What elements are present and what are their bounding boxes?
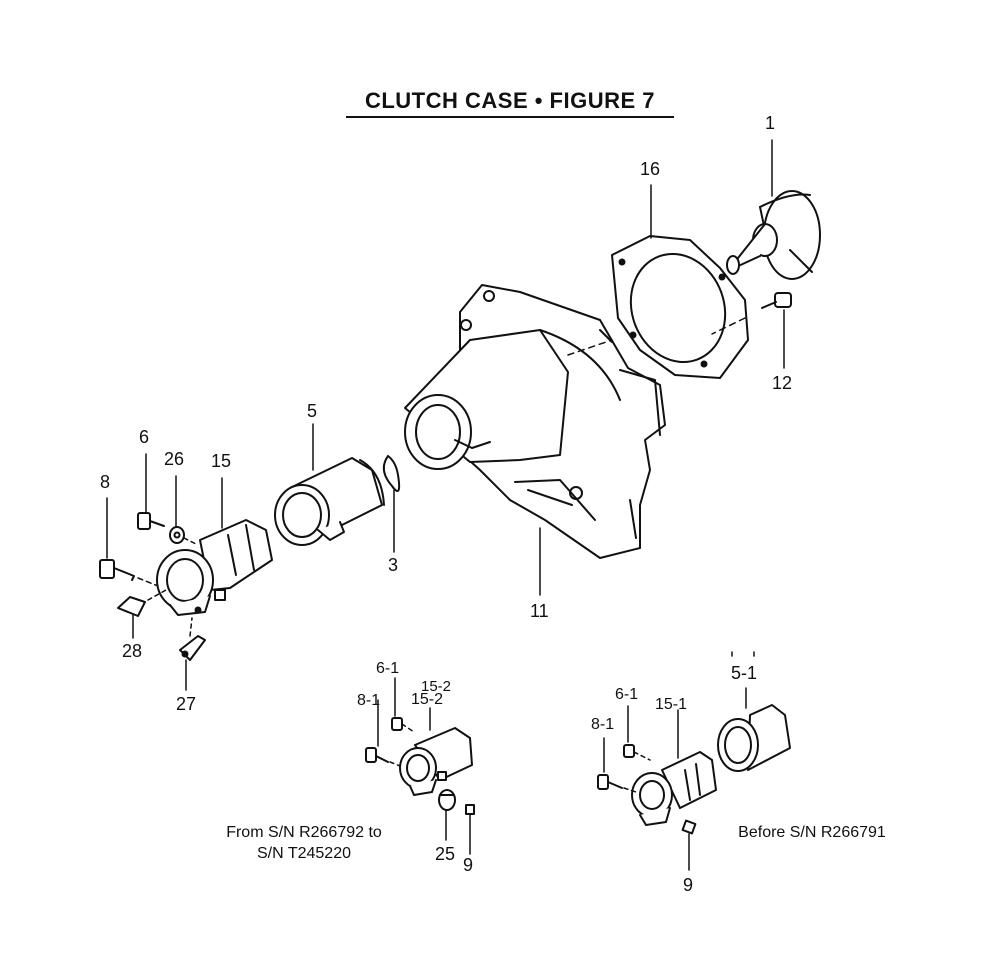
callout-15-1-right: 15-1 (655, 696, 688, 713)
callout-11: 11 (530, 601, 549, 621)
callout-1: 1 (765, 113, 776, 133)
callout-8-1-middle: 8-1 (357, 692, 381, 709)
callout-27: 27 (176, 694, 197, 714)
part-6-bolt (137, 512, 165, 530)
callout-5-1-right: 5-1 (731, 663, 758, 683)
part-26-washer (169, 526, 185, 544)
callout-6-1-right: 6-1 (615, 686, 639, 703)
part-1-clutch-drum (726, 190, 821, 280)
callout-9-right: 9 (683, 875, 694, 895)
serial-range-line1: From S/N R266792 to (226, 824, 382, 841)
before-serial-note: Before S/N R266791 (738, 824, 886, 841)
callout-26: 26 (164, 449, 185, 469)
variant-middle (365, 677, 475, 855)
callout-3: 3 (388, 555, 399, 575)
part-11-clutch-case (404, 284, 666, 559)
callout-5: 5 (307, 401, 318, 421)
callout-9-middle: 9 (463, 855, 474, 875)
callout-15-2-upper: 15-2 (421, 678, 452, 695)
callout-15-2-middle: 15-2 (411, 691, 444, 708)
callout-15: 15 (211, 451, 232, 471)
callout-8-1-right: 8-1 (591, 716, 615, 733)
callout-28: 28 (122, 641, 143, 661)
callout-6: 6 (139, 427, 150, 447)
part-3-snap-ring (382, 455, 401, 493)
variant-right (597, 651, 791, 871)
callout-6-1-middle: 6-1 (376, 660, 400, 677)
callout-12: 12 (772, 373, 793, 393)
part-15-holder (156, 519, 273, 616)
part-5-sleeve (274, 457, 385, 546)
part-8-bolt (99, 559, 135, 581)
part-28-key (117, 596, 146, 617)
serial-range-note: From S/N R266792 to S/N T245220 (214, 822, 394, 864)
callout-16: 16 (640, 159, 661, 179)
part-27-clip (179, 635, 206, 661)
part-16-gasket (611, 235, 749, 379)
part-12-bolt (761, 292, 792, 309)
callout-8: 8 (100, 472, 111, 492)
serial-range-line2: S/N T245220 (257, 845, 351, 862)
callout-25: 25 (435, 844, 456, 864)
figure-title: CLUTCH CASE • FIGURE 7 (346, 88, 674, 118)
